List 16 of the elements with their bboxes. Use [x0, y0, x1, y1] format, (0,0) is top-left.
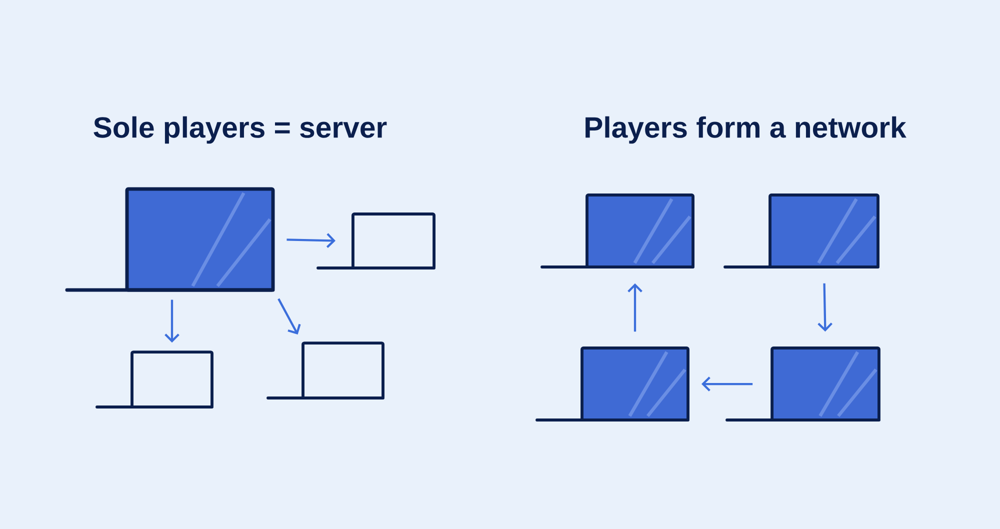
laptop-drawing — [540, 194, 694, 268]
arrow — [278, 298, 301, 335]
laptop-drawing — [724, 194, 880, 268]
laptop-drawing — [65, 187, 275, 292]
panel-heading: Sole players = server — [94, 116, 387, 144]
arrow — [628, 283, 642, 332]
laptop-drawing — [316, 212, 436, 270]
laptop-drawing — [726, 346, 880, 422]
laptop-drawing — [96, 350, 214, 408]
arrow — [701, 376, 753, 392]
arrow — [286, 233, 336, 248]
panel-heading: Players form a network — [586, 116, 906, 144]
laptop-drawing — [536, 346, 690, 422]
arrow — [164, 300, 180, 343]
arrow — [818, 283, 832, 332]
laptop-drawing — [266, 342, 384, 400]
